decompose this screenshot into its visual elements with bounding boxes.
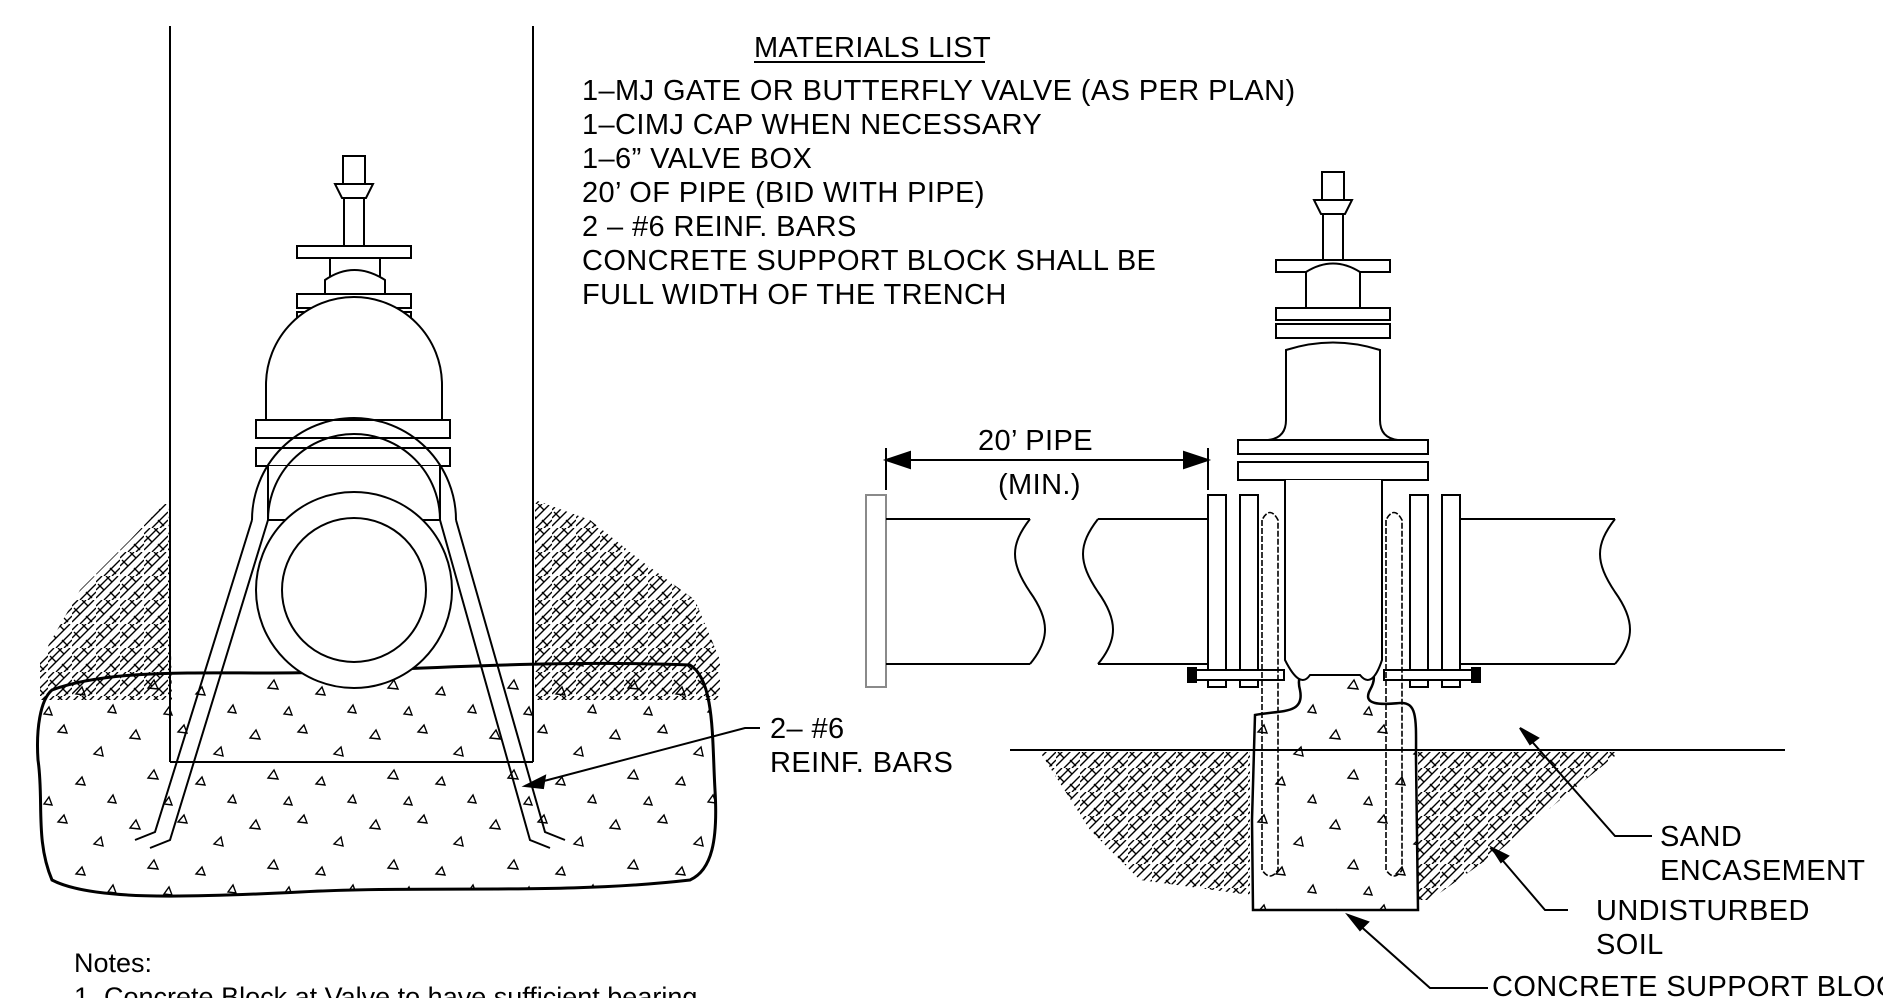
notes-line-1: 1. Concrete Block at Valve to have suffi… <box>74 982 697 998</box>
soil-hatch-elev-right <box>1418 752 1620 900</box>
reinf-bars-elevation <box>1261 511 1403 877</box>
pipe-inner <box>281 517 427 663</box>
block-leader <box>1347 914 1488 989</box>
flange-left-outer <box>1207 494 1227 688</box>
reinf-leader <box>524 727 760 787</box>
section-view <box>36 26 760 898</box>
sand-encasement-label-2: ENCASEMENT <box>1660 855 1865 887</box>
materials-item: 2 – #6 REINF. BARS <box>582 211 857 243</box>
concrete-block-section <box>36 661 718 898</box>
concrete-support-block-label: CONCRETE SUPPORT BLOCK <box>1492 971 1883 998</box>
materials-item: 1–MJ GATE OR BUTTERFLY VALVE (AS PER PLA… <box>582 75 1296 107</box>
valve-bonnet <box>265 296 443 421</box>
materials-item: 20’ OF PIPE (BID WITH PIPE) <box>582 177 985 209</box>
valve-neck <box>1267 341 1399 441</box>
reinf-bar-section <box>134 417 566 849</box>
materials-title: MATERIALS LIST <box>754 32 991 64</box>
pipe-min-label: (MIN.) <box>998 469 1081 501</box>
valve-elevation <box>1187 171 1481 688</box>
pipe-elevation <box>865 494 1631 688</box>
valve-section <box>255 155 453 689</box>
soil-hatch-right <box>535 500 720 700</box>
materials-item: FULL WIDTH OF THE TRENCH <box>582 279 1007 311</box>
reinf-label-line-1: 2– #6 <box>770 713 845 745</box>
soil-hatch-left <box>40 500 172 700</box>
notes-heading: Notes: <box>74 948 152 978</box>
materials-item: 1–6” VALVE BOX <box>582 143 812 175</box>
flange-right-outer <box>1441 494 1461 688</box>
materials-item: CONCRETE SUPPORT BLOCK SHALL BE <box>582 245 1156 277</box>
reinf-label-line-2: REINF. BARS <box>770 747 953 779</box>
elevation-view <box>865 171 1785 989</box>
materials-item: 1–CIMJ CAP WHEN NECESSARY <box>582 109 1042 141</box>
pipe-length-label: 20’ PIPE <box>978 425 1093 457</box>
flange-right-inner <box>1409 494 1429 688</box>
sand-leader <box>1519 727 1652 837</box>
valve-stem-cap <box>342 155 366 185</box>
pipe-end-cap <box>865 494 887 688</box>
concrete-support-block <box>1250 666 1420 912</box>
materials-list: MATERIALS LIST 1–MJ GATE OR BUTTERFLY VA… <box>582 32 1296 311</box>
sand-encasement-label-1: SAND <box>1660 821 1742 853</box>
undisturbed-soil-label-2: SOIL <box>1596 929 1664 961</box>
undisturbed-soil-label-1: UNDISTURBED <box>1596 895 1810 927</box>
flange-left-inner <box>1239 494 1259 688</box>
soil-hatch-elev-left <box>1040 752 1250 895</box>
soil-leader <box>1491 847 1568 911</box>
